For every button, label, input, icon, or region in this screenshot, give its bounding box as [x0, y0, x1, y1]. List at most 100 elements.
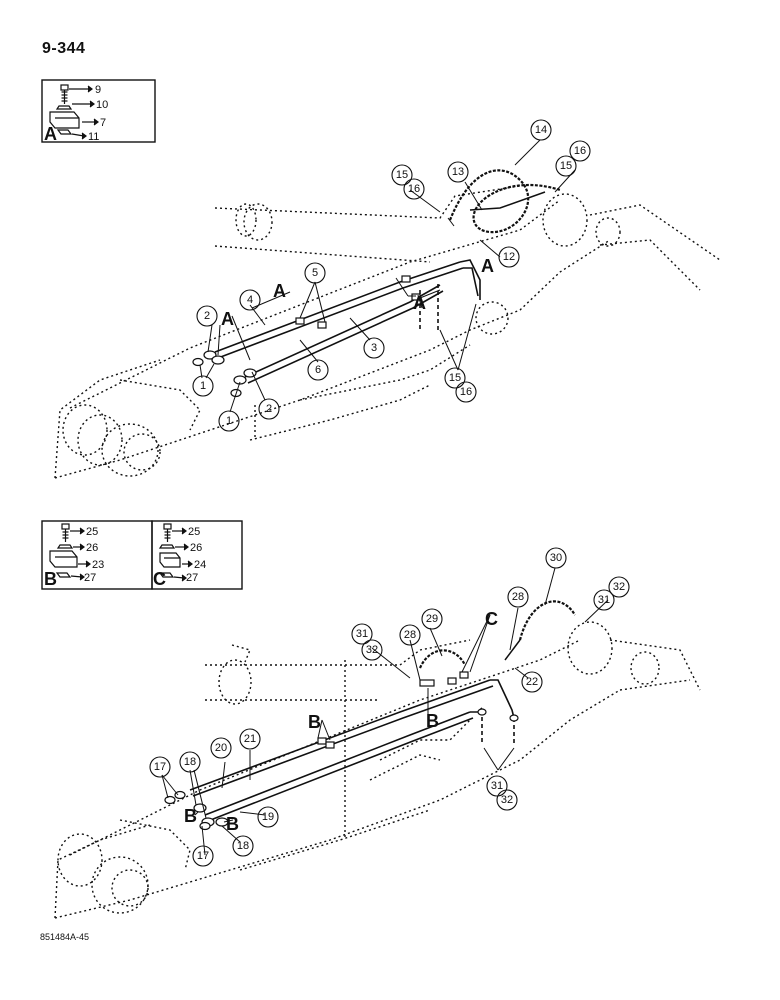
bottom-fittings [164, 708, 519, 831]
svg-text:3: 3 [371, 342, 377, 354]
svg-text:32: 32 [613, 581, 625, 593]
inset-c-label-27: 27 [186, 572, 198, 584]
callout-bubble: 21 [239, 728, 261, 750]
svg-text:16: 16 [408, 183, 420, 195]
top-hose-lines [214, 259, 481, 384]
svg-text:17: 17 [154, 761, 166, 773]
svg-text:5: 5 [312, 267, 318, 279]
inset-c-label-24: 24 [194, 559, 206, 571]
callout-bubble: 28 [507, 586, 529, 608]
inset-a-nut-icon [56, 129, 73, 135]
reference-letter: A [273, 281, 286, 301]
callout-bubble: 4 [239, 289, 261, 311]
svg-text:31: 31 [491, 780, 503, 792]
hose-14-coil [448, 169, 561, 234]
bottom-leader-lines [161, 567, 609, 856]
callout-bubble: 30 [545, 547, 567, 569]
svg-text:28: 28 [512, 591, 524, 603]
callout-bubble: 16 [569, 140, 591, 162]
top-clamps [295, 275, 421, 329]
svg-text:16: 16 [574, 145, 586, 157]
callout-bubble: 16 [455, 381, 477, 403]
svg-text:15: 15 [396, 169, 408, 181]
svg-text:1: 1 [200, 380, 206, 392]
callout-bubble: 18 [232, 835, 254, 857]
hose-29-coil [418, 649, 466, 669]
svg-text:28: 28 [404, 629, 416, 641]
catalog-reference: 851484A-45 [40, 932, 90, 942]
svg-text:20: 20 [215, 742, 227, 754]
reference-letter: B [226, 814, 239, 834]
inset-b-label-25: 25 [86, 526, 98, 538]
svg-text:14: 14 [535, 124, 547, 136]
callout-bubble: 17 [149, 756, 171, 778]
reference-letter: A [481, 256, 494, 276]
callout-bubble: 17 [192, 845, 214, 867]
inset-b-nut-icon [55, 572, 72, 578]
inset-c-washer-icon [158, 544, 176, 549]
svg-text:22: 22 [526, 676, 538, 688]
inset-c-label-25: 25 [188, 526, 200, 538]
svg-text:4: 4 [247, 294, 253, 306]
inset-a-washer-icon [55, 105, 73, 110]
callout-bubble: 5 [304, 262, 326, 284]
svg-text:15: 15 [560, 160, 572, 172]
svg-text:21: 21 [244, 733, 256, 745]
callout-bubble: 6 [307, 359, 329, 381]
callout-bubble: 18 [179, 751, 201, 773]
callout-bubble: 28 [399, 624, 421, 646]
reference-letter: A [221, 309, 234, 329]
callout-bubble: 1 [192, 375, 214, 397]
svg-text:17: 17 [197, 850, 209, 862]
page-number: 9-344 [42, 40, 86, 57]
callout-bubble: 2 [196, 305, 218, 327]
callout-bubble: 13 [447, 161, 469, 183]
svg-text:19: 19 [262, 811, 274, 823]
reference-letter: B [426, 711, 439, 731]
reference-letter: B [308, 712, 321, 732]
hose-30-coil [518, 600, 576, 641]
callout-bubble: 31 [593, 589, 615, 611]
callout-bubble: 32 [608, 576, 630, 598]
inset-c-nut-icon [158, 572, 175, 578]
reference-letter: B [184, 806, 197, 826]
callout-bubble: 3 [363, 337, 385, 359]
callout-bubble: 32 [361, 639, 383, 661]
inset-c-frame [151, 520, 243, 590]
svg-text:13: 13 [452, 166, 464, 178]
inset-c-label-26: 26 [190, 542, 202, 554]
top-leader-lines [199, 139, 576, 413]
svg-text:1: 1 [226, 415, 232, 427]
inset-c-bolt-icon [163, 523, 172, 542]
top-boom-outline [54, 185, 721, 479]
inset-a-label-11: 11 [88, 131, 99, 143]
svg-text:31: 31 [598, 594, 610, 606]
inset-a-frame [41, 79, 156, 143]
svg-text:32: 32 [501, 794, 513, 806]
inset-b-bolt-icon [61, 523, 70, 542]
inset-b-label-23: 23 [92, 559, 104, 571]
svg-text:15: 15 [449, 372, 461, 384]
inset-a-letter: A [44, 124, 57, 144]
callout-bubble: 22 [521, 671, 543, 693]
svg-text:18: 18 [184, 756, 196, 768]
callout-bubble: 31 [351, 623, 373, 645]
svg-text:6: 6 [315, 364, 321, 376]
callout-bubble: 15 [444, 367, 466, 389]
svg-text:32: 32 [366, 644, 378, 656]
svg-text:29: 29 [426, 613, 438, 625]
inset-c-clamp-icon [159, 552, 181, 568]
callout-bubble: 15 [555, 155, 577, 177]
svg-text:30: 30 [550, 552, 562, 564]
callout-bubble: 15 [391, 164, 413, 186]
svg-text:18: 18 [237, 840, 249, 852]
callout-bubble: 19 [257, 806, 279, 828]
svg-text:31: 31 [356, 628, 368, 640]
bottom-boom-outline [54, 621, 701, 919]
inset-b-clamp-icon [49, 550, 78, 568]
inset-b-washer-icon [56, 544, 74, 549]
svg-text:16: 16 [460, 386, 472, 398]
inset-a-clamp-icon [49, 111, 80, 129]
inset-a-label-9: 9 [95, 84, 101, 96]
